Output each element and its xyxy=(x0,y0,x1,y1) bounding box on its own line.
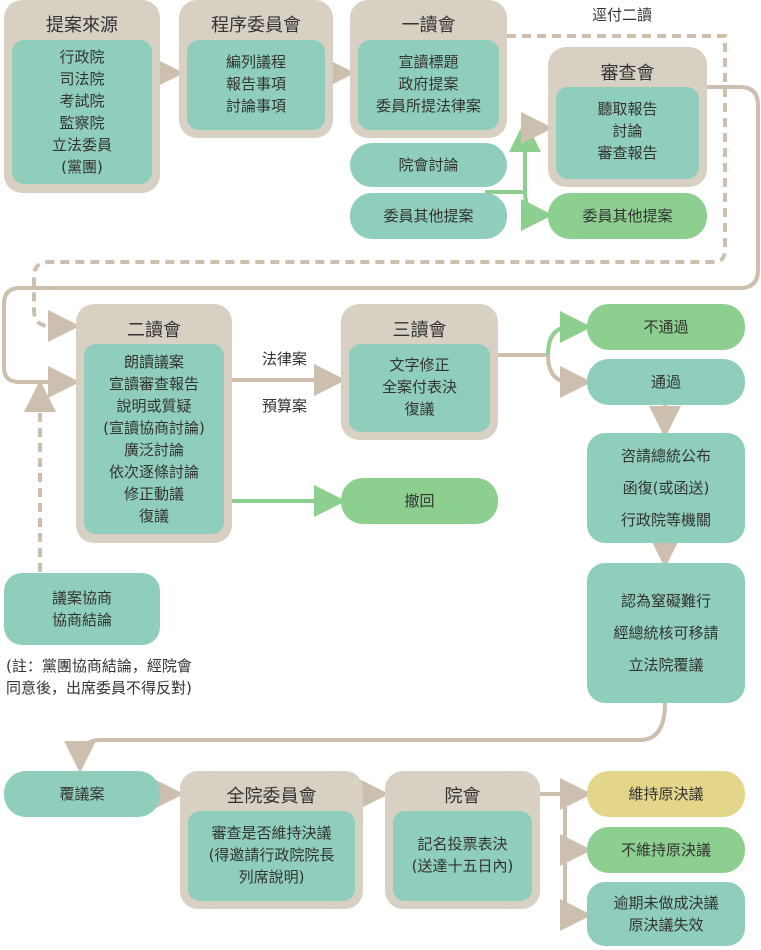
negotiation: 議案協商 協商結論 xyxy=(4,573,160,645)
promulgate: 咨請總統公布 函復(或函送) 行政院等機關 xyxy=(587,433,745,543)
second-reading-box: 二讀會 朗讀議案 宣讀審查報告 說明或質疑 (宣讀協商討論) 廣泛討論 依次逐條… xyxy=(76,304,232,543)
source-lines: 行政院 司法院 考試院 監察院 立法委員 (黨團) xyxy=(51,48,112,176)
second-reading-lines: 朗讀議案 宣讀審查報告 說明或質疑 (宣讀協商討論) 廣泛討論 依次逐條討論 修… xyxy=(103,353,205,525)
procedure-title: 程序委員會 xyxy=(211,15,301,36)
arrow-request-case xyxy=(64,702,667,773)
first-reading-title: 一讀會 xyxy=(401,15,456,36)
plenary-discussion-label: 院會討論 xyxy=(398,156,459,174)
pass-label: 通過 xyxy=(650,373,681,391)
plenary-lines: 記名投票表決 (送達十五日內) xyxy=(411,835,514,875)
arrow-direct-second xyxy=(32,34,727,342)
maintain-label: 維持原決議 xyxy=(628,785,704,803)
maintain: 維持原決議 xyxy=(587,771,745,817)
member-motion-right-label: 委員其他提案 xyxy=(582,207,673,225)
not-maintain-label: 不維持原決議 xyxy=(620,841,711,859)
review-box: 審查會 聽取報告 討論 審查報告 xyxy=(548,47,707,187)
promulgate-label: 咨請總統公布 函復(或函送) 行政院等機關 xyxy=(620,447,711,529)
plenary-box: 院會 記名投票表決 (送達十五日內) xyxy=(385,771,540,909)
member-motion-left-label: 委員其他提案 xyxy=(383,207,474,225)
committee-whole-box: 全院委員會 審查是否維持決議 (得邀請行政院院長 列席說明) xyxy=(180,771,363,909)
fail-label: 不通過 xyxy=(643,318,689,336)
not-maintain: 不維持原決議 xyxy=(587,827,745,873)
plenary-inner: 記名投票表決 (送達十五日內) xyxy=(393,811,532,901)
procedure-box: 程序委員會 編列議程 報告事項 討論事項 xyxy=(179,0,333,138)
expired: 逾期未做成決議 原決議失效 xyxy=(587,882,745,946)
committee-whole-title: 全院委員會 xyxy=(226,786,317,807)
fail: 不通過 xyxy=(587,304,745,350)
procedure-inner: 編列議程 報告事項 討論事項 xyxy=(187,40,325,130)
third-reading-inner: 文字修正 全案付表決 復議 xyxy=(349,344,490,432)
arrow-to-fail xyxy=(546,311,592,356)
arrow-review-second xyxy=(2,85,760,398)
law-label: 法律案 xyxy=(262,350,308,368)
withdraw-label: 撤回 xyxy=(404,492,435,510)
member-motion-left: 委員其他提案 xyxy=(350,193,507,239)
third-reading-title: 三讀會 xyxy=(392,320,447,341)
expired-label: 逾期未做成決議 原決議失效 xyxy=(613,894,719,934)
source-box: 提案來源 行政院 司法院 考試院 監察院 立法委員 (黨團) xyxy=(4,0,160,193)
review-inner: 聽取報告 討論 審查報告 xyxy=(556,87,699,179)
review-lines: 聽取報告 討論 審查報告 xyxy=(597,100,658,162)
withdraw: 撤回 xyxy=(341,478,498,524)
source-inner: 行政院 司法院 考試院 監察院 立法委員 (黨團) xyxy=(12,40,152,184)
committee-whole-lines: 審查是否維持決議 (得邀請行政院院長 列席說明) xyxy=(208,824,335,886)
reconsider-request-label: 認為窒礙難行 經總統核可移請 立法院覆議 xyxy=(613,592,719,674)
pass: 通過 xyxy=(587,359,745,405)
second-reading-inner: 朗讀議案 宣讀審查報告 說明或質疑 (宣讀協商討論) 廣泛討論 依次逐條討論 修… xyxy=(84,344,224,534)
review-title: 審查會 xyxy=(600,63,655,84)
source-title: 提案來源 xyxy=(46,15,118,36)
third-reading-box: 三讀會 文字修正 全案付表決 復議 xyxy=(341,304,498,440)
arrow-motion-right xyxy=(520,191,553,231)
arrow-to-pass xyxy=(546,354,592,398)
budget-label: 預算案 xyxy=(262,397,308,415)
first-reading-lines: 宣讀標題 政府提案 委員所提法律案 xyxy=(375,53,481,115)
negotiation-label: 議案協商 協商結論 xyxy=(51,589,112,629)
second-reading-title: 二讀會 xyxy=(127,320,181,341)
procedure-lines: 編列議程 報告事項 討論事項 xyxy=(225,53,286,115)
arrow-to-expired xyxy=(560,840,592,931)
plenary-title: 院會 xyxy=(444,786,481,807)
first-reading-box: 一讀會 宣讀標題 政府提案 委員所提法律案 xyxy=(350,0,507,138)
direct-second-label: 逕付二讀 xyxy=(592,6,653,24)
arrow-to-not-maintain xyxy=(560,794,592,866)
first-reading-inner: 宣讀標題 政府提案 委員所提法律案 xyxy=(358,40,499,130)
reconsider-case-label: 覆議案 xyxy=(59,785,105,803)
committee-whole-inner: 審查是否維持決議 (得邀請行政院院長 列席說明) xyxy=(188,811,355,901)
reconsider-request: 認為窒礙難行 經總統核可移請 立法院覆議 xyxy=(587,563,745,703)
member-motion-right: 委員其他提案 xyxy=(548,193,707,239)
plenary-discussion: 院會討論 xyxy=(350,143,507,187)
third-reading-lines: 文字修正 全案付表決 復議 xyxy=(381,356,457,418)
note: (註：黨團協商結論，經院會 同意後，出席委員不得反對) xyxy=(6,657,192,697)
reconsider-case: 覆議案 xyxy=(4,771,160,817)
